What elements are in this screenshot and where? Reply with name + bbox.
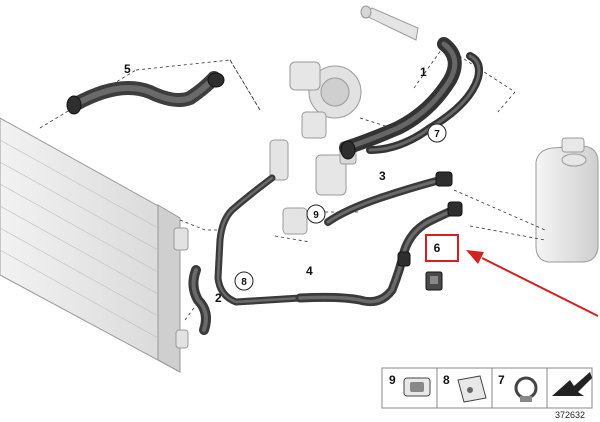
legend-item-8: 8	[443, 373, 487, 403]
upper-coolant-pipe	[360, 5, 419, 41]
svg-text:8: 8	[443, 373, 450, 387]
hose-1	[339, 37, 483, 160]
bracket-6	[425, 271, 443, 291]
svg-text:7: 7	[434, 129, 440, 140]
red-arrow	[466, 250, 599, 317]
hose-2	[188, 265, 211, 335]
coolant-valve	[269, 139, 308, 235]
part-label-3: 3	[379, 169, 386, 183]
legend-arrow-icon	[552, 372, 592, 396]
hose-5	[66, 71, 225, 115]
part-label-2: 2	[215, 291, 222, 305]
legend-item-9: 9	[389, 373, 431, 397]
svg-text:9: 9	[313, 210, 319, 221]
thermostat-housing	[289, 61, 362, 196]
svg-text:7: 7	[498, 373, 505, 387]
hose-4	[295, 201, 463, 307]
circle-label-7: 7	[427, 123, 447, 143]
drawing-number: 372632	[555, 410, 585, 420]
radiator	[0, 117, 189, 373]
hose-8	[214, 174, 304, 306]
highlight-box-6: 6	[425, 234, 459, 262]
part-label-1: 1	[420, 65, 427, 79]
parts-legend: 9 8 7	[381, 367, 593, 409]
svg-text:9: 9	[389, 373, 396, 387]
part-label-5: 5	[124, 62, 131, 76]
legend-item-7: 7	[498, 373, 538, 402]
svg-text:8: 8	[241, 277, 247, 288]
circle-label-8: 8	[234, 271, 254, 291]
svg-text:6: 6	[434, 241, 441, 255]
part-label-4: 4	[306, 264, 313, 278]
expansion-tank	[535, 137, 599, 263]
circle-label-9: 9	[306, 204, 326, 224]
hose-3	[324, 171, 453, 226]
